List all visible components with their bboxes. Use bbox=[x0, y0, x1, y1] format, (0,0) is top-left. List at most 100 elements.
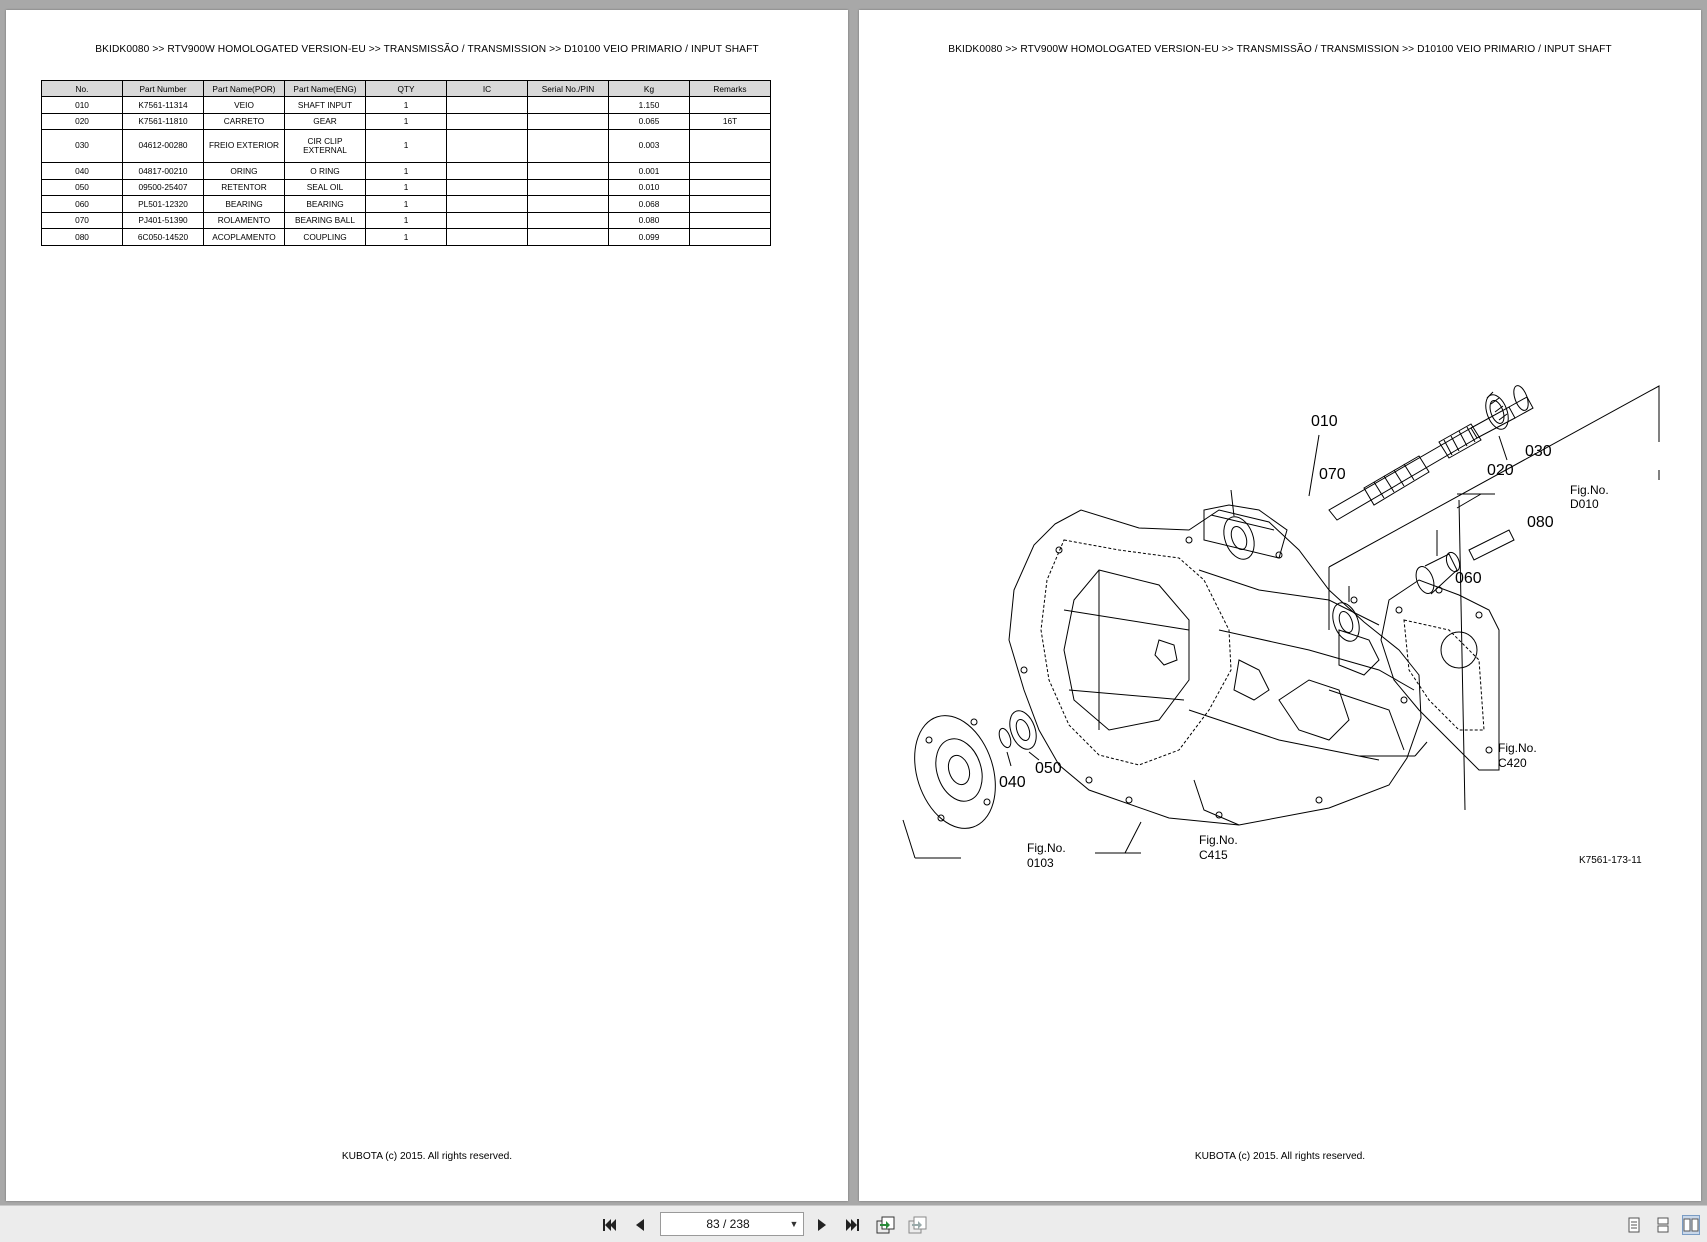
parts-table: No. Part Number Part Name(POR) Part Name… bbox=[41, 80, 771, 246]
fig-ref-0103-label: Fig.No. bbox=[1027, 841, 1066, 855]
last-page-icon bbox=[846, 1219, 859, 1231]
cell: 0.068 bbox=[608, 195, 690, 213]
reference-frame-d010 bbox=[1328, 385, 1660, 568]
fig-ref-c420-number: C420 bbox=[1498, 756, 1527, 770]
document-page-left: BKIDK0080 >> RTV900W HOMOLOGATED VERSION… bbox=[6, 10, 848, 1201]
back-view-icon bbox=[876, 1216, 895, 1234]
cell: ROLAMENTO bbox=[203, 211, 285, 229]
page-breadcrumb: BKIDK0080 >> RTV900W HOMOLOGATED VERSION… bbox=[95, 44, 759, 55]
exploded-parts-diagram: 010 020 030 040 050 060 070 080 Fig.No. … bbox=[902, 385, 1660, 870]
table-row: 040 04817-00210 ORING O RING 1 0.001 bbox=[41, 162, 771, 180]
circlip-drawing bbox=[1513, 385, 1529, 411]
cell: 0.010 bbox=[608, 178, 690, 196]
continuous-view-button[interactable] bbox=[1654, 1215, 1672, 1235]
flange-drawing bbox=[914, 715, 996, 829]
cell bbox=[689, 129, 771, 163]
table-row: 050 09500-25407 RETENTOR SEAL OIL 1 0.01… bbox=[41, 178, 771, 196]
cell bbox=[527, 162, 609, 180]
callout-010: 010 bbox=[1311, 413, 1338, 430]
cell bbox=[527, 96, 609, 114]
cell: 1 bbox=[365, 178, 447, 196]
go-back-view-button[interactable] bbox=[874, 1213, 898, 1237]
next-page-button[interactable] bbox=[810, 1213, 834, 1237]
cell: SHAFT INPUT bbox=[284, 96, 366, 114]
first-page-button[interactable] bbox=[598, 1213, 622, 1237]
fig-ref-0103-number: 0103 bbox=[1027, 856, 1054, 870]
col-part-number: Part Number bbox=[122, 80, 204, 97]
prev-page-icon bbox=[636, 1219, 644, 1231]
next-page-icon bbox=[818, 1219, 826, 1231]
transmission-housing-drawing bbox=[1008, 504, 1422, 826]
gear-drawing bbox=[1485, 391, 1509, 430]
fig-ref-c420-label: Fig.No. bbox=[1498, 741, 1537, 755]
col-part-name-por: Part Name(POR) bbox=[203, 80, 285, 97]
oil-seal-drawing bbox=[1009, 710, 1037, 750]
table-row: 030 04612-00280 FREIO EXTERIOR CIR CLIP … bbox=[41, 129, 771, 163]
cover-plate-drawing bbox=[1380, 579, 1500, 771]
single-page-view-button[interactable] bbox=[1625, 1215, 1643, 1235]
cell: 0.080 bbox=[608, 211, 690, 229]
cell bbox=[446, 178, 528, 196]
cell bbox=[527, 178, 609, 196]
chevron-down-icon[interactable]: ▼ bbox=[789, 1219, 799, 1229]
cell: 010 bbox=[41, 96, 123, 114]
cell: 080 bbox=[41, 228, 123, 246]
cell bbox=[689, 178, 771, 196]
forward-view-icon bbox=[908, 1216, 927, 1234]
cell: 040 bbox=[41, 162, 123, 180]
page-footer: KUBOTA (c) 2015. All rights reserved. bbox=[341, 1151, 513, 1162]
cell: ORING bbox=[203, 162, 285, 180]
cell: 1 bbox=[365, 228, 447, 246]
cell bbox=[446, 96, 528, 114]
page-footer: KUBOTA (c) 2015. All rights reserved. bbox=[1194, 1151, 1366, 1162]
cell: K7561-11810 bbox=[122, 112, 204, 130]
cell: VEIO bbox=[203, 96, 285, 114]
two-page-view-button[interactable] bbox=[1682, 1215, 1700, 1235]
fig-ref-d010-label: Fig.No. bbox=[1570, 483, 1609, 497]
cell bbox=[446, 112, 528, 130]
cell: FREIO EXTERIOR bbox=[203, 129, 285, 163]
continuous-page-icon bbox=[1657, 1217, 1669, 1233]
go-forward-view-button[interactable] bbox=[906, 1213, 930, 1237]
drawing-code: K7561-173-11 bbox=[1579, 855, 1642, 866]
prev-page-button[interactable] bbox=[628, 1213, 652, 1237]
col-kg: Kg bbox=[608, 80, 690, 97]
cell: 1.150 bbox=[608, 96, 690, 114]
page-number-input[interactable]: 83 / 238 ▼ bbox=[660, 1212, 804, 1236]
col-qty: QTY bbox=[365, 80, 447, 97]
cell: BEARING bbox=[284, 195, 366, 213]
document-page-right: BKIDK0080 >> RTV900W HOMOLOGATED VERSION… bbox=[859, 10, 1701, 1201]
col-part-name-eng: Part Name(ENG) bbox=[284, 80, 366, 97]
cell bbox=[446, 228, 528, 246]
cell: 1 bbox=[365, 211, 447, 229]
cell: 0.099 bbox=[608, 228, 690, 246]
cell bbox=[446, 162, 528, 180]
cell: O RING bbox=[284, 162, 366, 180]
cell bbox=[446, 195, 528, 213]
last-page-button[interactable] bbox=[840, 1213, 864, 1237]
cell: 1 bbox=[365, 195, 447, 213]
cell bbox=[527, 195, 609, 213]
cell bbox=[689, 211, 771, 229]
cell: 050 bbox=[41, 178, 123, 196]
cell: 0.065 bbox=[608, 112, 690, 130]
cell: CARRETO bbox=[203, 112, 285, 130]
cell: CIR CLIP EXTERNAL bbox=[284, 129, 366, 163]
cell: 0.003 bbox=[608, 129, 690, 163]
table-row: 020 K7561-11810 CARRETO GEAR 1 0.065 16T bbox=[41, 112, 771, 130]
cell bbox=[527, 129, 609, 163]
cell: BEARING bbox=[203, 195, 285, 213]
cell: 0.001 bbox=[608, 162, 690, 180]
single-page-icon bbox=[1628, 1217, 1640, 1233]
cell: ACOPLAMENTO bbox=[203, 228, 285, 246]
cell: RETENTOR bbox=[203, 178, 285, 196]
callout-040: 040 bbox=[999, 774, 1026, 791]
cell bbox=[446, 129, 528, 163]
leader-040 bbox=[1006, 751, 1012, 767]
cell: 1 bbox=[365, 162, 447, 180]
cell bbox=[527, 211, 609, 229]
o-ring-drawing bbox=[998, 727, 1012, 749]
cell: 1 bbox=[365, 112, 447, 130]
cell: 030 bbox=[41, 129, 123, 163]
cell: 1 bbox=[365, 129, 447, 163]
